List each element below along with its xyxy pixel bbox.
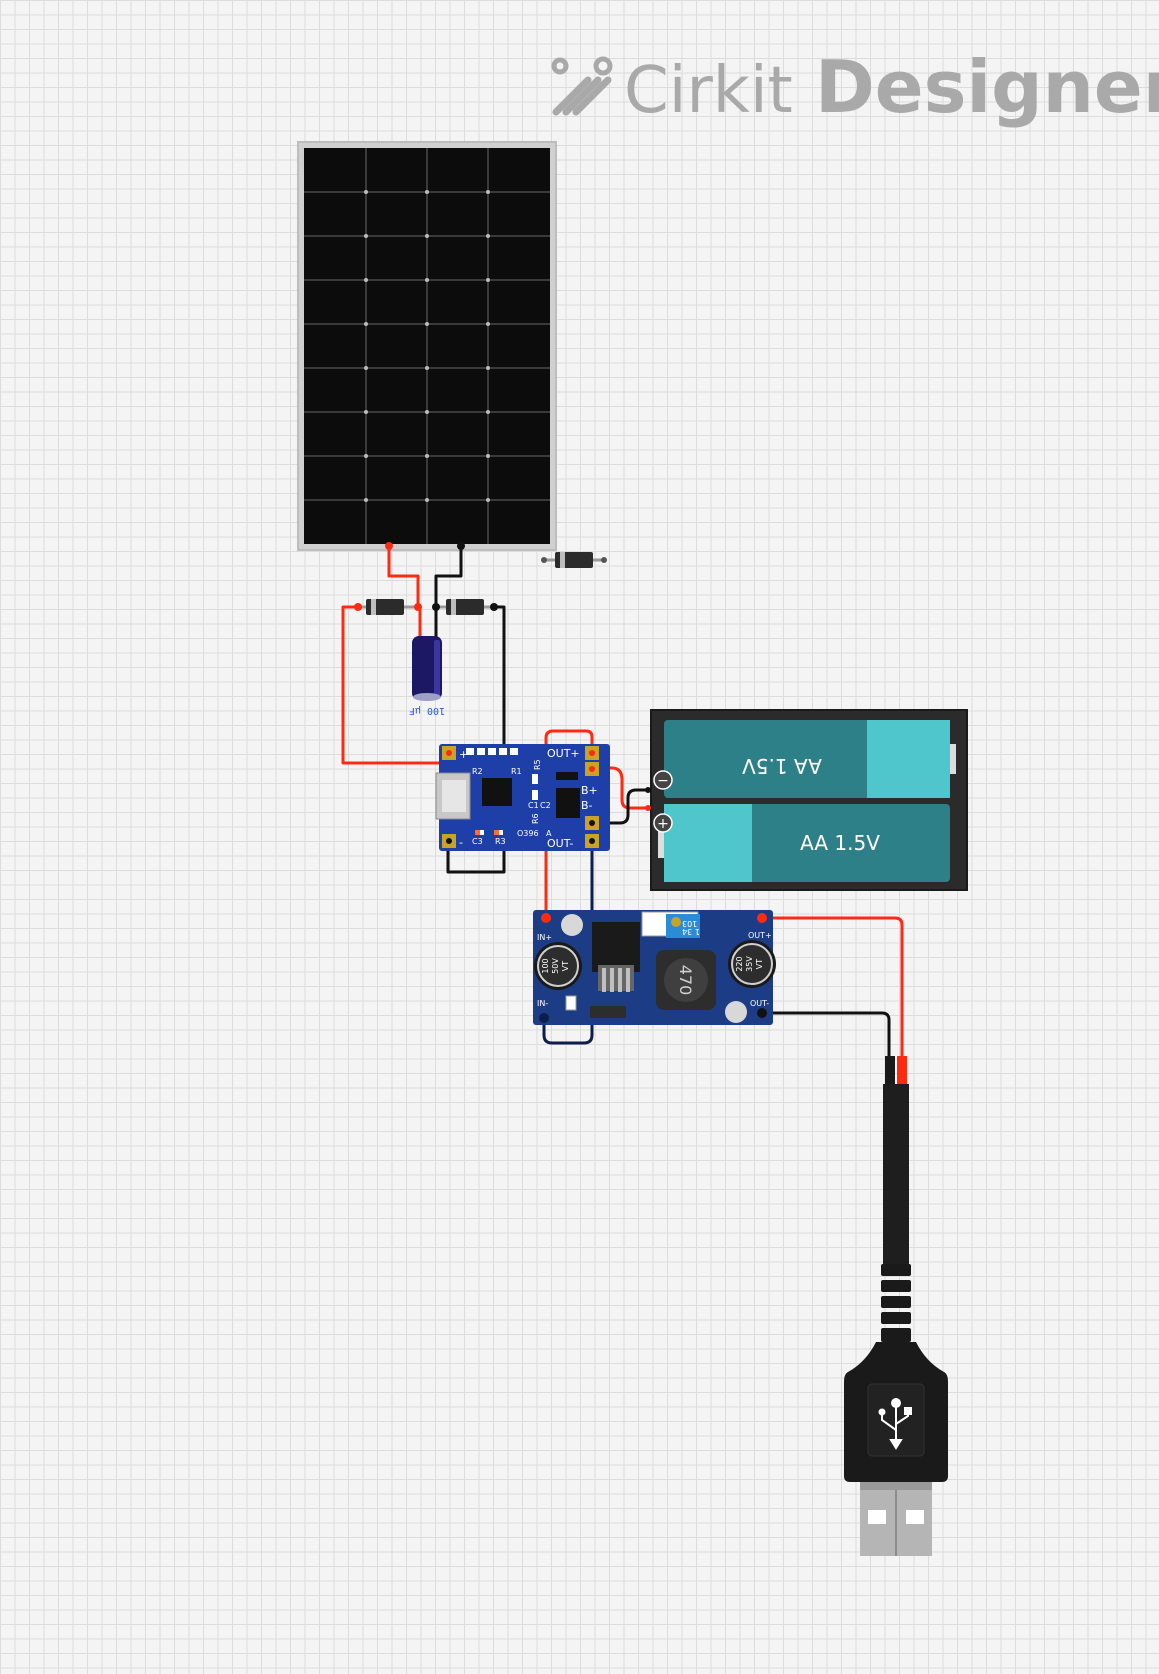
battery-minus-symbol: − bbox=[657, 773, 669, 789]
charger-label-out-minus: OUT- bbox=[547, 837, 573, 850]
diode-left[interactable] bbox=[358, 599, 420, 615]
svg-text:35V: 35V bbox=[745, 956, 754, 972]
diode-unconnected[interactable] bbox=[541, 552, 607, 568]
electrolytic-capacitor[interactable]: 100 µF bbox=[409, 636, 445, 716]
buck-pin-in-plus[interactable] bbox=[541, 913, 551, 923]
charger-module[interactable]: + - OUT+ B+ B- OUT- R2 R1 R5 C1 C2 R6 C3… bbox=[435, 744, 610, 851]
diode-right[interactable] bbox=[436, 599, 494, 615]
silk-c1: C1 bbox=[528, 801, 539, 810]
silk-r1: R1 bbox=[511, 767, 522, 776]
battery-cell-bottom[interactable]: AA 1.5V bbox=[658, 804, 950, 882]
wire-charger-bminus-to-battery-minus[interactable] bbox=[590, 788, 650, 825]
silk-c2: C2 bbox=[540, 801, 551, 810]
silk-o396: O396 bbox=[517, 829, 539, 838]
charger-label-minus: - bbox=[459, 836, 463, 849]
svg-text:100: 100 bbox=[541, 958, 550, 973]
silk-r5: R5 bbox=[533, 759, 542, 770]
capacitor-value-label: 100 µF bbox=[409, 705, 445, 716]
buck-pin-in-minus[interactable] bbox=[539, 1013, 549, 1023]
silk-r3: R3 bbox=[495, 837, 506, 846]
battery-cell-top[interactable]: AA 1.5V bbox=[664, 720, 956, 798]
usb-cable[interactable] bbox=[844, 1056, 948, 1556]
solar-panel-cell-dots bbox=[364, 190, 490, 502]
buck-label-in-minus: IN- bbox=[537, 999, 548, 1008]
usb-cable-jacket bbox=[883, 1084, 909, 1268]
silk-r2: R2 bbox=[472, 767, 483, 776]
svg-text:VT: VT bbox=[561, 961, 570, 971]
battery-holder[interactable]: AA 1.5V AA 1.5V − + bbox=[650, 709, 968, 891]
silk-c3: C3 bbox=[472, 837, 483, 846]
charger-ic bbox=[482, 778, 512, 806]
charger-label-plus: + bbox=[459, 748, 468, 761]
wire-buck-outminus-to-usb-black[interactable] bbox=[760, 1011, 891, 1064]
buck-label-out-plus: OUT+ bbox=[748, 931, 772, 940]
logo-product-text: Designer bbox=[815, 45, 1159, 129]
regulator-ic bbox=[592, 922, 640, 972]
svg-text:220: 220 bbox=[735, 956, 744, 971]
battery-cell-top-label: AA 1.5V bbox=[742, 754, 822, 778]
svg-text:50V: 50V bbox=[551, 958, 560, 974]
wire-panel-negative[interactable] bbox=[434, 544, 463, 608]
charger-label-out-plus: OUT+ bbox=[547, 747, 580, 760]
wire-buck-outplus-to-usb-red[interactable] bbox=[760, 916, 904, 1064]
inductor-label: 470 bbox=[676, 965, 695, 996]
logo-brand-text: Cirkit bbox=[624, 54, 793, 128]
buck-input-capacitor: 100 50V VT bbox=[534, 942, 582, 990]
battery-plus-symbol: + bbox=[657, 816, 669, 832]
buck-pin-out-minus[interactable] bbox=[757, 1008, 767, 1018]
charger-label-b-minus: B- bbox=[581, 799, 593, 812]
protection-ic bbox=[556, 788, 580, 818]
buck-label-in-plus: IN+ bbox=[537, 933, 552, 942]
cirkit-logo: Cirkit Designer bbox=[551, 45, 1159, 129]
battery-minus-terminal[interactable]: − bbox=[653, 770, 673, 790]
cirkit-logo-icon bbox=[551, 56, 613, 116]
pot-label-1: 103 bbox=[682, 919, 697, 928]
silk-a: A bbox=[546, 829, 552, 838]
wire-diode-to-charger-minus[interactable] bbox=[446, 605, 506, 874]
silk-r6: R6 bbox=[531, 813, 540, 824]
wire-junction-dots bbox=[354, 542, 498, 611]
battery-lead-dots bbox=[645, 787, 651, 811]
solar-panel[interactable] bbox=[297, 141, 557, 551]
pot-label-2: 1 34 bbox=[682, 927, 700, 936]
trim-potentiometer[interactable] bbox=[666, 914, 700, 938]
wire-charger-outplus-to-buck-inplus[interactable] bbox=[544, 729, 594, 920]
buck-output-capacitor: 220 35V VT bbox=[728, 940, 776, 988]
battery-plus-terminal[interactable]: + bbox=[653, 813, 673, 833]
wire-panel-positive[interactable] bbox=[387, 544, 420, 608]
usb-symbol-icon bbox=[878, 1398, 912, 1450]
battery-cell-bottom-label: AA 1.5V bbox=[800, 831, 880, 855]
charger-label-b-plus: B+ bbox=[581, 784, 598, 797]
buck-converter-module[interactable]: 103 1 34 470 100 50V VT 220 35V VT IN+ I… bbox=[533, 910, 776, 1025]
wire-charger-outminus-to-buck-inminus[interactable] bbox=[542, 840, 594, 1045]
svg-text:VT: VT bbox=[755, 959, 764, 969]
buck-pin-out-plus[interactable] bbox=[757, 913, 767, 923]
buck-label-out-minus: OUT- bbox=[750, 999, 769, 1008]
usb-strain-relief bbox=[881, 1264, 911, 1342]
